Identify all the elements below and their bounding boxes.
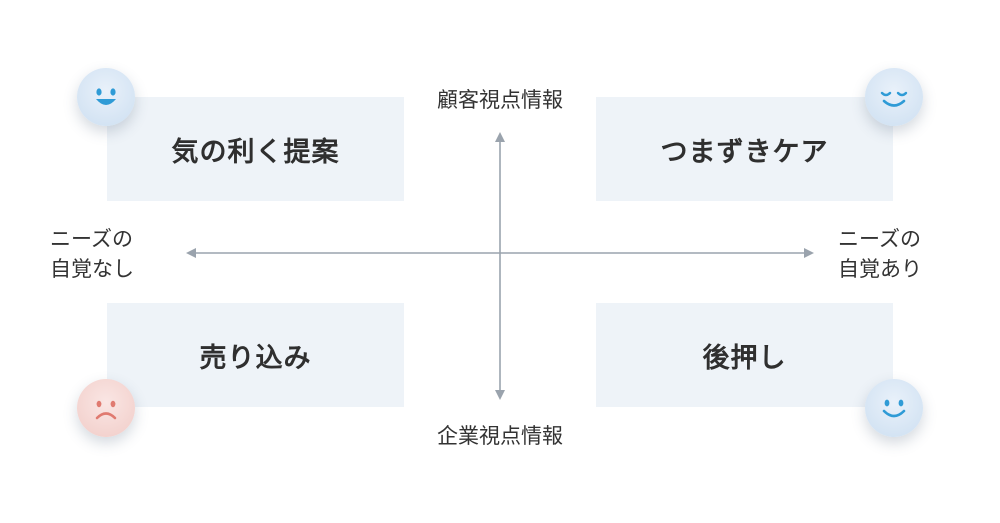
top-arrowhead xyxy=(495,132,505,142)
bottom-arrowhead xyxy=(495,390,505,400)
quadrant-label: 売り込み xyxy=(199,342,312,374)
axis-label-left: ニーズの 自覚なし xyxy=(50,224,180,284)
axis-label-bottom: 企業視点情報 xyxy=(437,424,563,448)
right-arrowhead xyxy=(804,248,814,258)
quadrant-hard-sell: 売り込み xyxy=(107,303,404,407)
frown-icon xyxy=(77,379,135,437)
axis-label-right-line2: 自覚あり xyxy=(838,257,922,281)
axis-label-right: ニーズの 自覚あり xyxy=(838,224,968,284)
open-mouth-smile-icon xyxy=(77,68,135,126)
axis-label-left-line1: ニーズの xyxy=(50,227,133,251)
smile-icon xyxy=(865,379,923,437)
quadrant-nudge: 後押し xyxy=(596,303,893,407)
quadrant-thoughtful-proposal: 気の利く提案 xyxy=(107,97,404,201)
axis-label-left-line2: 自覚なし xyxy=(50,257,134,281)
quadrant-label: 後押し xyxy=(702,342,787,374)
closed-eye-smile-icon xyxy=(865,68,923,126)
quadrant-stumble-care: つまずきケア xyxy=(596,97,893,201)
axis-label-top: 顧客視点情報 xyxy=(437,88,563,112)
quadrant-label: つまずきケア xyxy=(660,136,829,168)
axis-label-right-line1: ニーズの xyxy=(838,227,921,251)
quadrant-label: 気の利く提案 xyxy=(171,136,340,168)
left-arrowhead xyxy=(186,248,196,258)
